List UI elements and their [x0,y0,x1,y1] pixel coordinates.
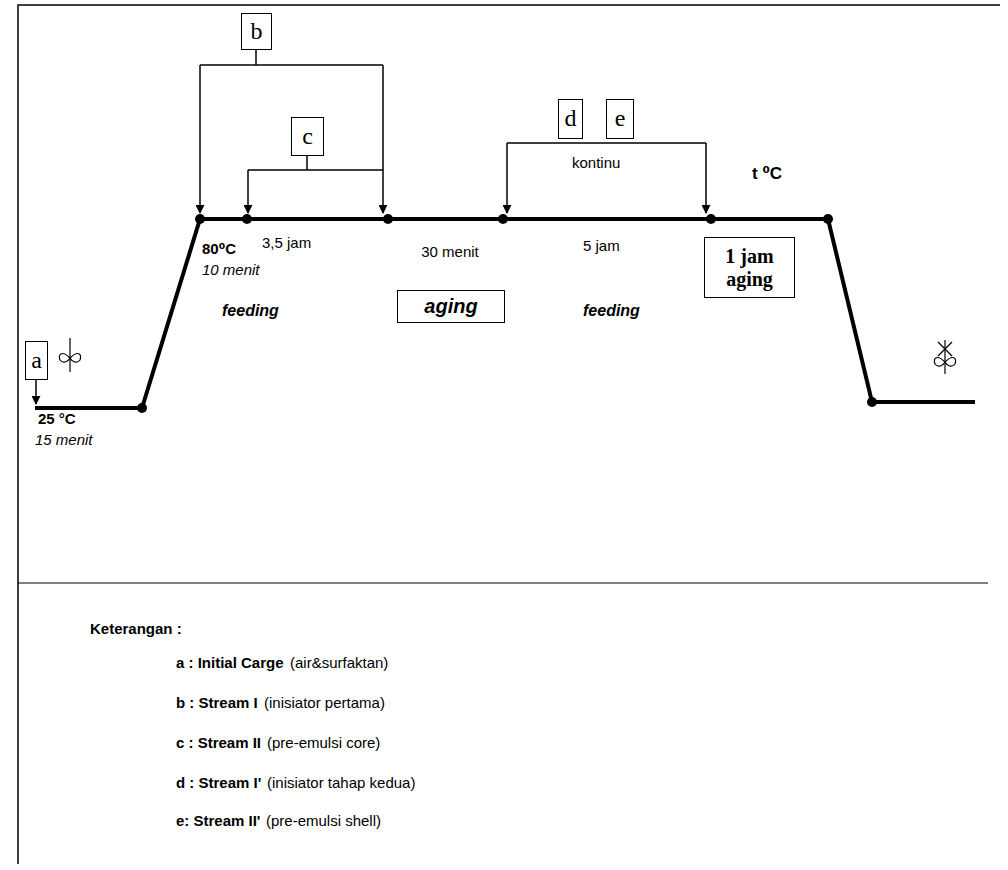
duration-label: 30 menit [420,243,480,260]
legend-key: c : Stream II [176,734,261,751]
duration-label: 15 menit [35,431,93,448]
temperature-label: 80⁰C [202,240,236,257]
stream-letter-box: d [558,99,583,139]
phase-label: feeding [222,302,279,320]
stream-letter-box: a [25,341,48,380]
duration-label: 10 menit [202,261,260,278]
box-text: b [251,18,263,46]
stream-letter-box: e [606,99,634,139]
phase-label: feeding [583,302,640,320]
feed-mode-label: kontinu [572,154,620,171]
legend-heading: Keterangan : [90,620,182,637]
duration-label: 3,5 jam [262,234,311,251]
aging-box: aging [397,290,505,323]
legend-description: (inisiator pertama) [264,694,385,711]
box-text: e [615,105,626,133]
legend-key: e: Stream II' [176,812,260,829]
box-text: c [302,123,313,151]
legend-key: b : Stream I [176,694,258,711]
legend-description: (pre-emulsi shell) [266,812,381,829]
legend-description: (pre-emulsi core) [267,734,380,751]
stream-letter-box: c [291,117,324,156]
duration-label: 5 jam [583,237,620,254]
box-text: aging [424,295,477,318]
legend-key: a : Initial Carge [176,654,284,671]
temperature-label: t ⁰C [752,164,782,184]
temperature-label: 25 °C [38,410,76,427]
aging-box: 1 jam aging [704,237,795,298]
legend-key: d : Stream I' [176,774,261,791]
legend-description: (inisiator tahap kedua) [267,774,415,791]
box-text: d [565,105,577,133]
legend-description: (air&surfaktan) [290,654,388,671]
stream-letter-box: b [241,13,272,50]
box-text: 1 jam aging [711,245,789,291]
box-text: a [31,347,42,375]
